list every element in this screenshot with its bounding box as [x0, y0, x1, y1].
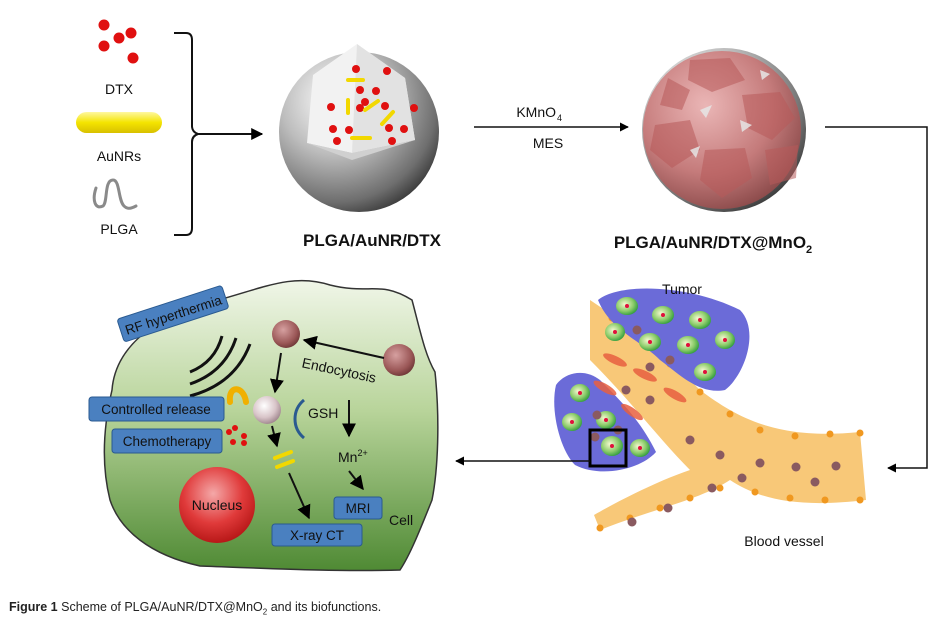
aunr-release-arrow: [267, 425, 281, 448]
zoom-region-box: [588, 428, 628, 468]
degraded-nanoparticle: [253, 396, 281, 424]
mn-to-mri-arrow: [348, 470, 364, 491]
mri-box: MRI: [333, 496, 383, 520]
nucleus-label: Nucleus: [192, 497, 243, 513]
plga-label: PLGA: [100, 221, 138, 237]
caption-text-end: and its biofunctions.: [267, 600, 382, 614]
kmno4-label-main: KMnO: [516, 104, 556, 120]
kmno4-label-sub: 4: [557, 113, 562, 123]
gsh-reduction-arrow: [293, 398, 306, 440]
figure-caption: Figure 1 Scheme of PLGA/AuNR/DTX@MnO2 an…: [9, 600, 381, 617]
aunr-rod-icon: [76, 112, 162, 133]
injection-path-arrow: [825, 126, 928, 473]
caption-text-main: Scheme of PLGA/AuNR/DTX@MnO: [61, 600, 263, 614]
released-aunr-icon: [273, 450, 295, 469]
chemotherapy-box: Chemotherapy: [111, 428, 223, 454]
degradation-arrow: [269, 352, 284, 394]
controlled-release-label: Controlled release: [101, 402, 211, 417]
nucleus: [179, 467, 255, 543]
released-dtx-icon: [226, 425, 247, 446]
gsh-label: GSH: [308, 405, 338, 421]
plga-polymer-icon: [92, 178, 138, 210]
blood-vessel-label: Blood vessel: [744, 533, 823, 549]
mes-label: MES: [533, 135, 563, 151]
xray-ct-box: X-ray CT: [271, 523, 363, 547]
tumor-mass: [554, 288, 750, 472]
plga-aunr-dtx-label: PLGA/AuNR/DTX: [303, 231, 442, 250]
dtx-molecules-icon: [98, 19, 139, 64]
controlled-release-box: Controlled release: [88, 396, 225, 422]
release-arrow: [226, 386, 249, 405]
mri-label: MRI: [346, 501, 371, 516]
xray-ct-label: X-ray CT: [290, 528, 344, 543]
grouping-bracket: [174, 32, 202, 236]
dtx-label: DTX: [105, 81, 134, 97]
internalized-nanoparticle: [272, 320, 300, 348]
incoming-nanoparticle: [383, 344, 415, 376]
mno2-coated-nanoparticle: [642, 48, 806, 212]
plga-aunr-dtx-mno2-label: PLGA/AuNR/DTX@MnO2: [614, 233, 812, 256]
mn-label: Mn2+: [338, 448, 368, 465]
figure-number: Figure 1: [9, 600, 58, 614]
caption-text-sub: 2: [262, 607, 268, 617]
aunrs-label: AuNRs: [97, 148, 141, 164]
cell-label: Cell: [389, 512, 413, 528]
xray-arrow: [288, 472, 311, 520]
tumor-label: Tumor: [662, 281, 702, 297]
endocytosis-arrow: [302, 335, 385, 359]
rf-waves-icon: [189, 335, 252, 398]
plga-aunr-dtx-nanoparticle: [279, 44, 439, 212]
chemotherapy-label: Chemotherapy: [123, 434, 212, 449]
